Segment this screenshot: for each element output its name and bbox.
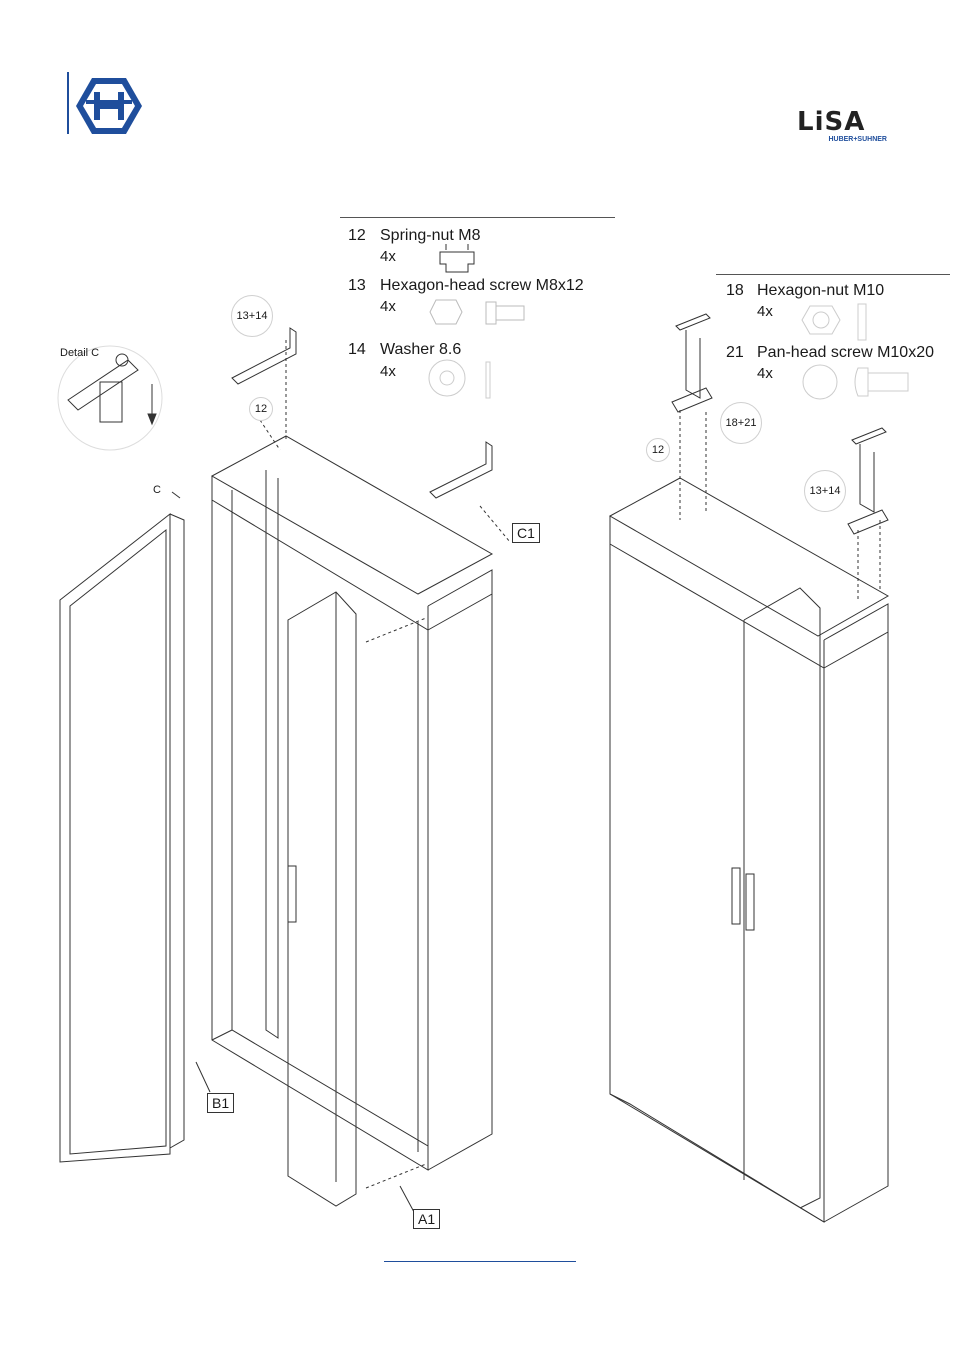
footer-link-underline[interactable] xyxy=(384,1261,576,1262)
pan-screw-icon xyxy=(802,364,909,400)
part-number: 12 xyxy=(348,227,366,244)
part-qty: 4x xyxy=(757,303,773,320)
part-name: Pan-head screw M10x20 xyxy=(757,344,934,361)
label-c1: C1 xyxy=(512,523,540,543)
lisa-logo-subtext: HUBER+SUHNER xyxy=(828,136,887,143)
part-name: Hexagon-nut M10 xyxy=(757,282,885,299)
part-number: 13 xyxy=(348,277,366,294)
lisa-logo: LiSA HUBER+SUHNER xyxy=(797,108,887,150)
left-door xyxy=(59,512,185,1163)
part-name: Spring-nut M8 xyxy=(380,227,481,244)
lisa-logo-text: LiSA xyxy=(797,107,866,137)
part-name: Hexagon-head screw M8x12 xyxy=(380,277,584,294)
callout-12-right: 12 xyxy=(646,438,670,462)
c-label: C xyxy=(153,484,161,496)
detail-c-view xyxy=(57,345,163,451)
part-number: 14 xyxy=(348,341,366,358)
parts-list-left-rule xyxy=(340,217,615,218)
part-qty: 4x xyxy=(380,363,396,380)
callout-13-14-right: 13+14 xyxy=(804,470,846,512)
part-qty: 4x xyxy=(380,298,396,315)
header-divider xyxy=(67,72,69,134)
part-number: 18 xyxy=(726,282,744,299)
left-cabinet xyxy=(210,435,494,1207)
callout-12-left: 12 xyxy=(249,397,273,421)
part-qty: 4x xyxy=(757,365,773,382)
part-number: 21 xyxy=(726,344,744,361)
callout-13-14-left: 13+14 xyxy=(231,295,273,337)
callout-18-21: 18+21 xyxy=(720,402,762,444)
right-cabinet xyxy=(608,477,890,1223)
part-qty: 4x xyxy=(380,248,396,265)
detail-c-label: Detail C xyxy=(60,347,100,359)
hex-screw-icon xyxy=(429,299,525,325)
hex-nut-icon xyxy=(801,303,867,341)
part-name: Washer 8.6 xyxy=(380,341,462,358)
label-b1: B1 xyxy=(207,1093,235,1113)
label-a1: A1 xyxy=(413,1209,441,1229)
parts-list-right-rule xyxy=(716,274,950,275)
washer-icon xyxy=(428,359,491,399)
spring-nut-icon xyxy=(439,244,475,273)
